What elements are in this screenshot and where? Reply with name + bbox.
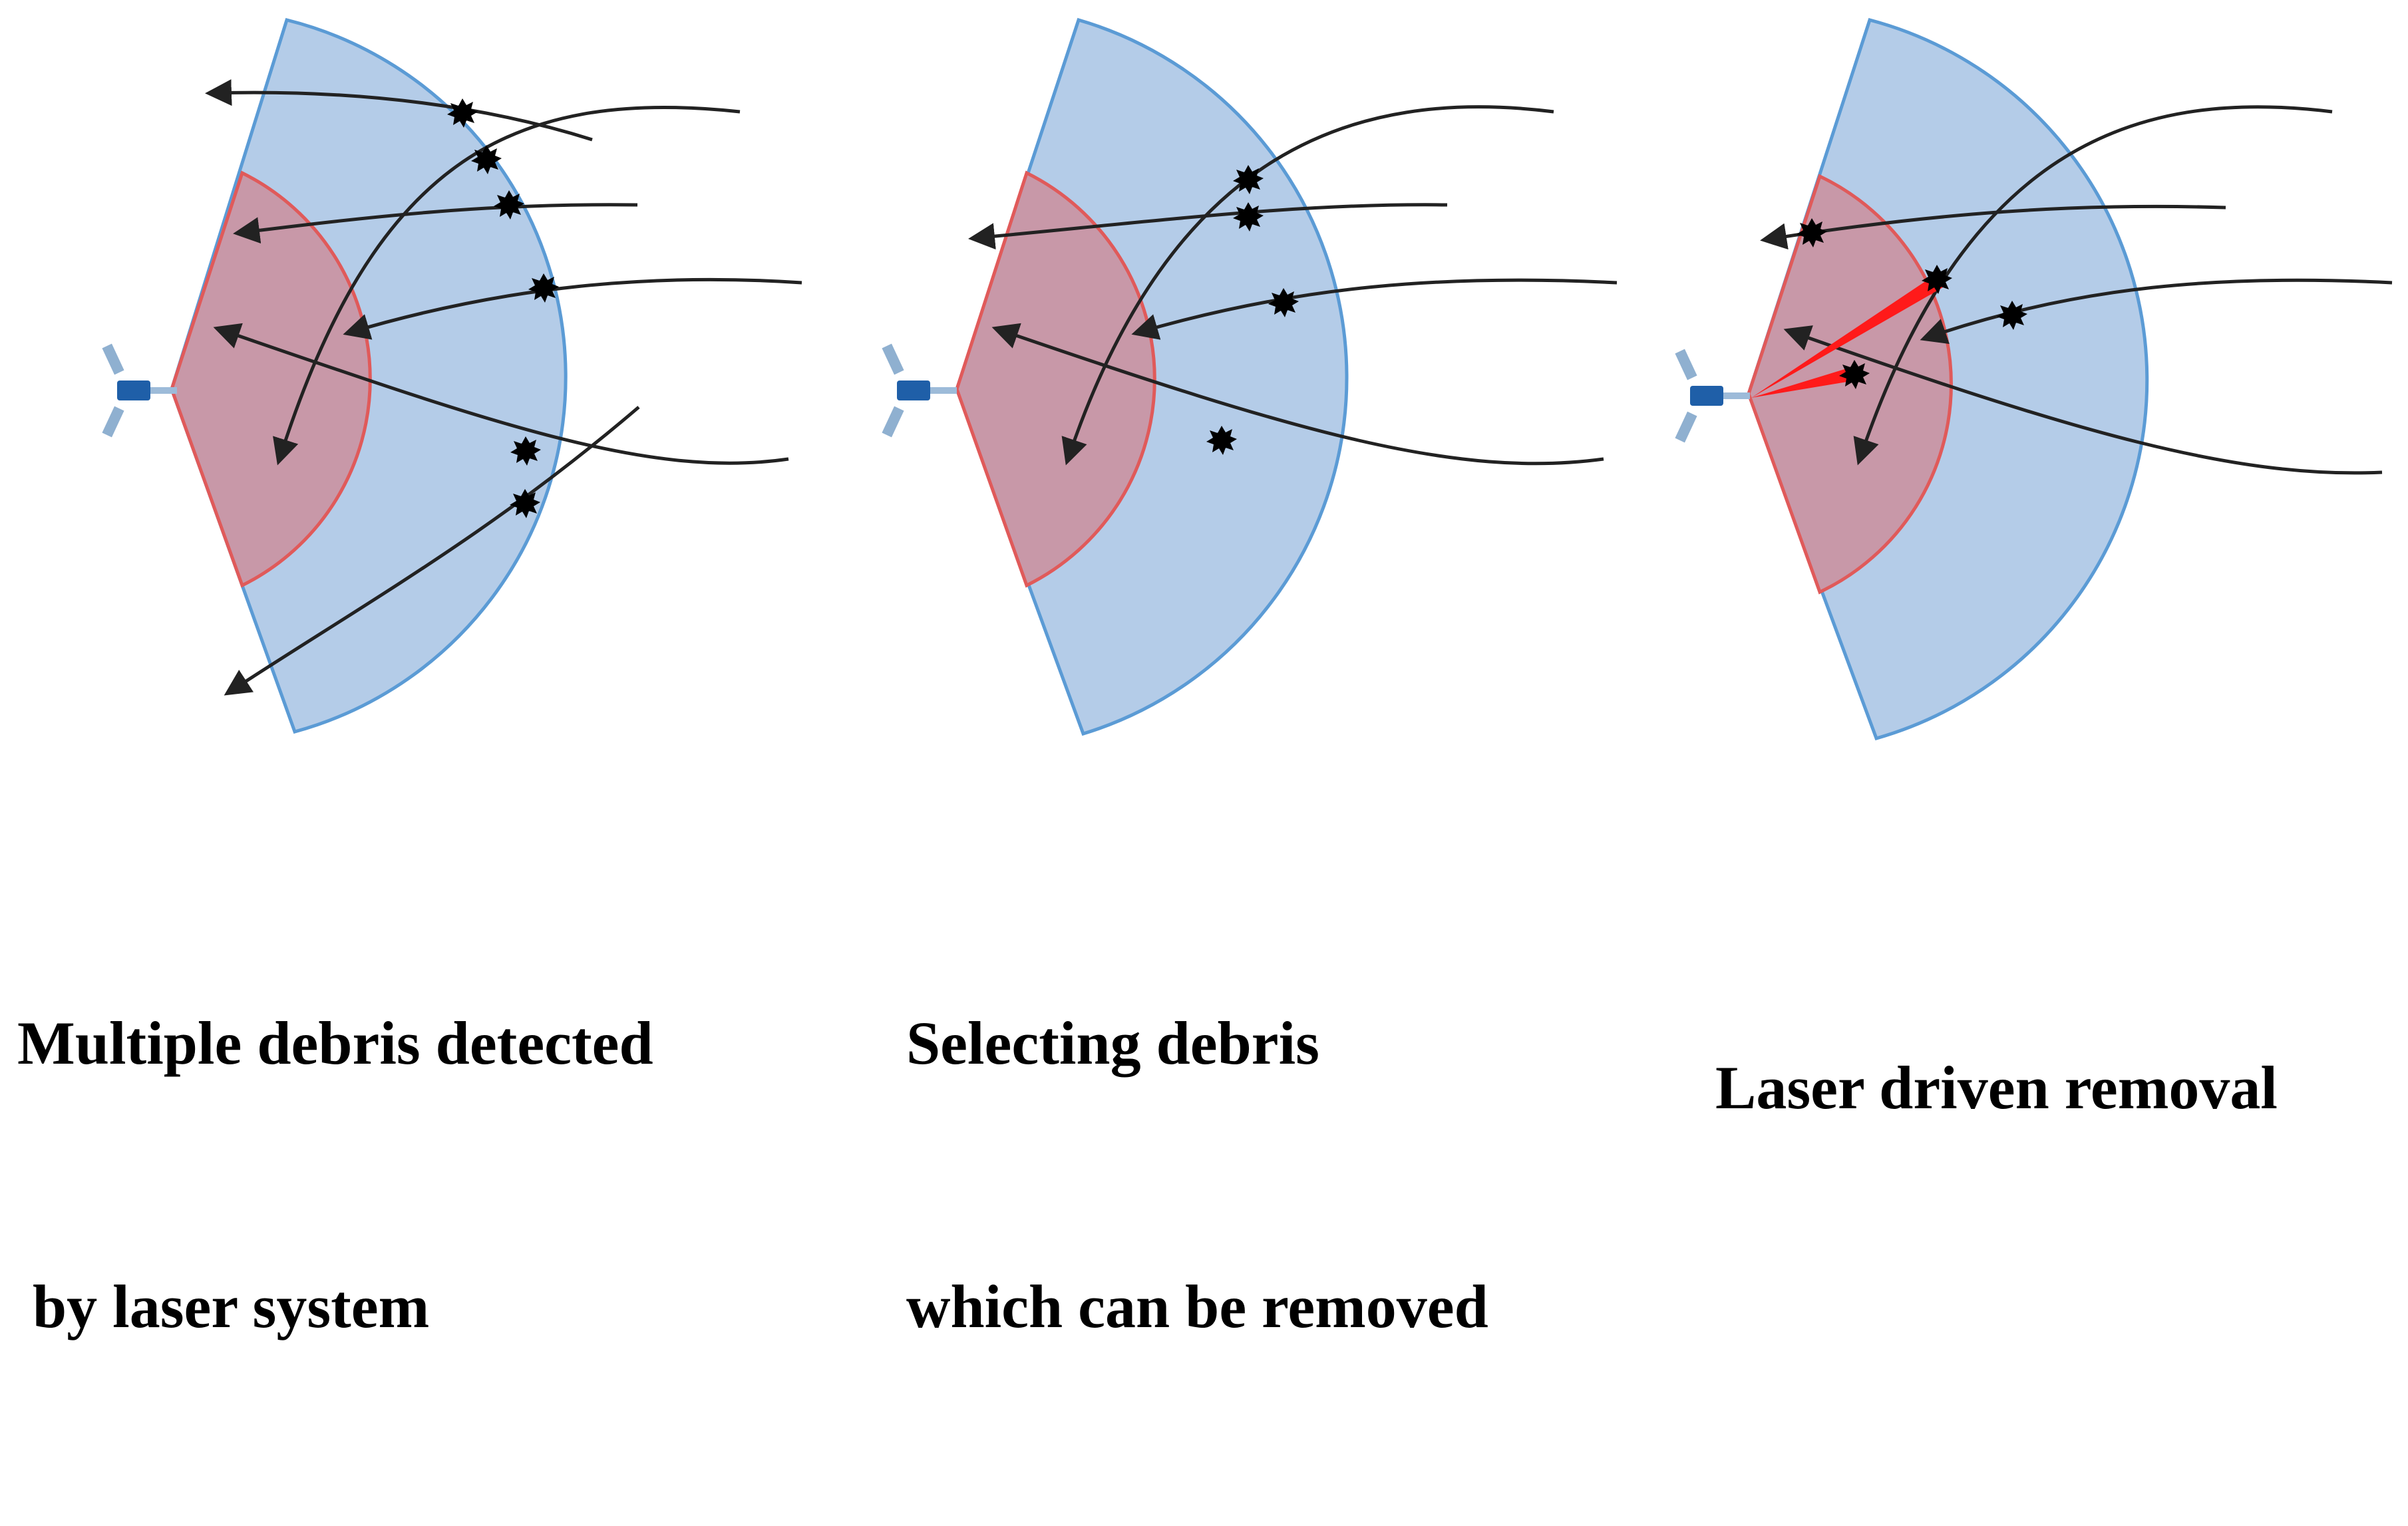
trajectory	[1061, 105, 1554, 466]
diagram-canvas	[102, 17, 2393, 741]
trajectory	[213, 323, 789, 465]
panel-1-caption: Multiple debris detected by laser system	[17, 824, 653, 1526]
trajectory	[1783, 325, 2383, 475]
satellite-icon	[102, 343, 177, 438]
satellite-icon	[882, 343, 957, 438]
panel-3-trajectories	[1760, 105, 2393, 475]
trajectory	[1131, 278, 1618, 340]
laser-beam	[1751, 274, 1943, 398]
trajectory	[1920, 278, 2393, 345]
panel-3-caption: Laser driven removal	[1715, 868, 2278, 1307]
panel-1-detection	[102, 18, 802, 734]
trajectory	[224, 406, 640, 696]
panel-2-caption-line-1: Selecting debris	[906, 1009, 1319, 1077]
laser-beams	[1751, 274, 1943, 398]
panel-3-removal	[1675, 17, 2393, 741]
trajectory	[273, 105, 741, 466]
trajectory	[343, 277, 802, 340]
panel-2-inner-removal-zone	[955, 170, 1156, 588]
trajectory	[233, 203, 638, 244]
trajectory	[1853, 105, 2333, 466]
panel-2-trajectories	[968, 105, 1618, 466]
panel-1-caption-line-1: Multiple debris detected	[17, 1009, 653, 1077]
trajectory	[991, 323, 1604, 466]
panel-2-selection	[882, 17, 1618, 736]
panel-2-caption-line-2: which can be removed	[906, 1273, 1488, 1340]
trajectory	[968, 203, 1448, 250]
panel-2-caption: Selecting debris which can be removed	[906, 824, 1488, 1526]
panel-1-trajectories	[205, 79, 802, 696]
panel-3-inner-removal-zone	[1747, 174, 1953, 595]
laser-beam	[1751, 367, 1855, 398]
panel-3-caption-line-1: Laser driven removal	[1715, 1054, 2278, 1122]
panel-1-caption-line-2: by laser system	[17, 1273, 430, 1340]
laser-debris-removal-diagram: Multiple debris detected by laser system…	[17, 17, 2393, 1340]
satellite-icon	[1675, 349, 1750, 443]
trajectory	[1760, 204, 2226, 250]
